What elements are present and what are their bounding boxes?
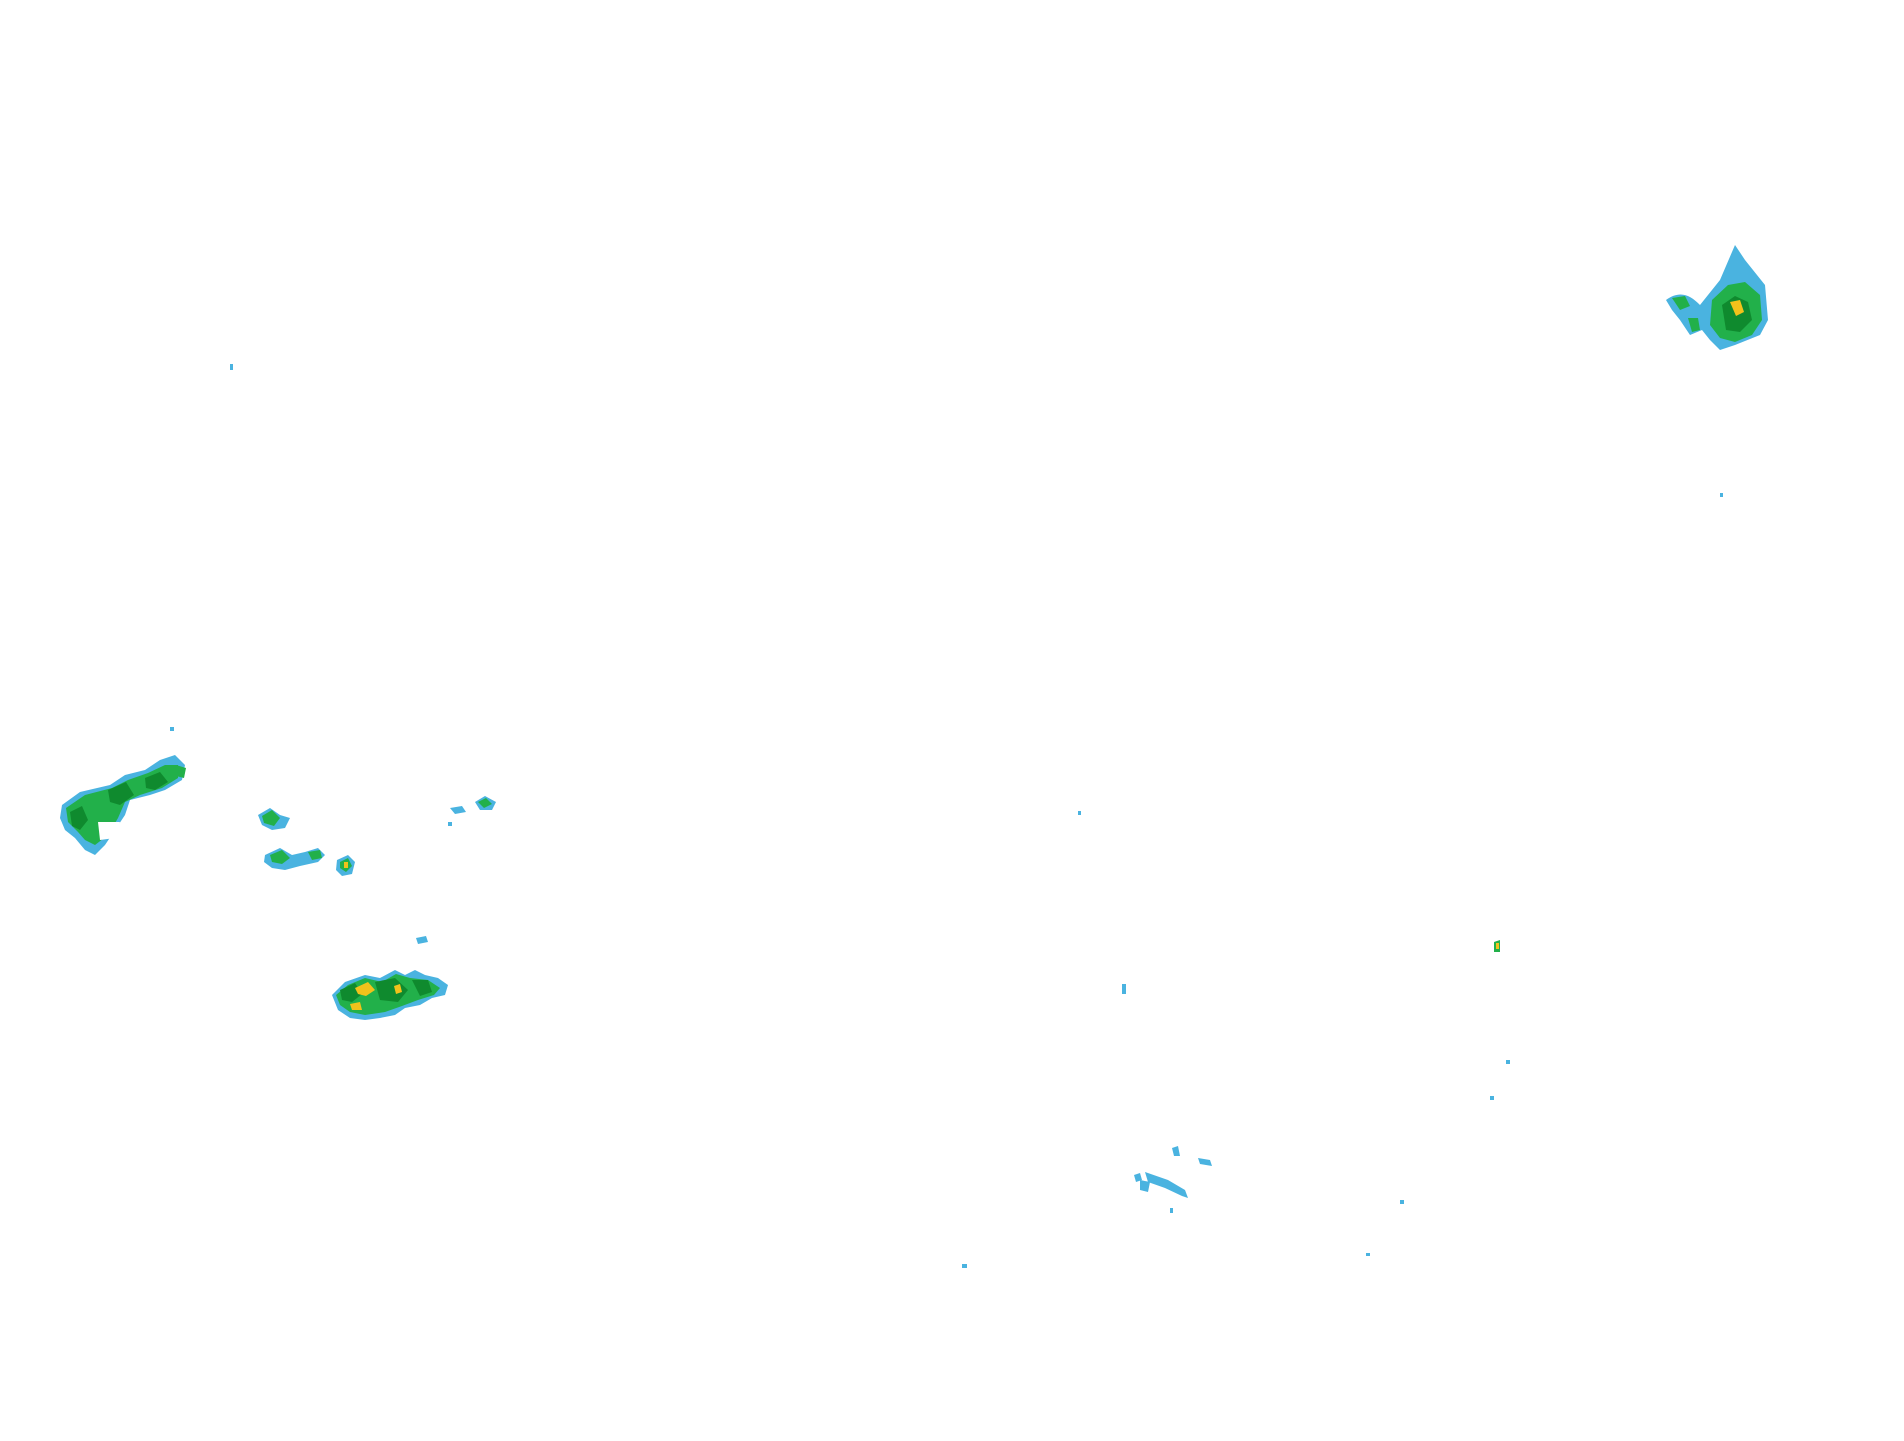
precip-cell-west-small-2 xyxy=(336,855,355,876)
precip-cell-south-central-specks xyxy=(230,364,1510,1268)
precip-cell-west-small-1 xyxy=(258,808,325,870)
precip-cell-west-small-3 xyxy=(448,796,496,826)
precip-cell-northeast xyxy=(1666,245,1768,497)
precip-cell-east-speck xyxy=(1494,940,1500,952)
precip-cell-southwest xyxy=(332,936,448,1020)
precip-cell-west-band xyxy=(60,727,186,855)
